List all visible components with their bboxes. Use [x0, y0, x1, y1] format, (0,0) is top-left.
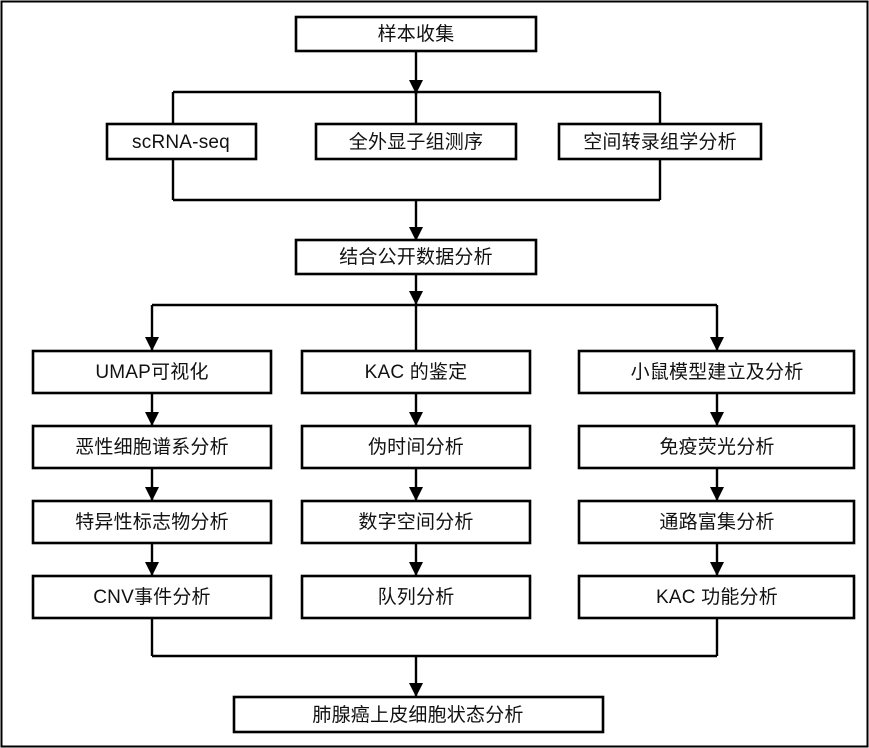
- arrowhead-left-2-3: [145, 487, 159, 501]
- node-umap-box[interactable]: [31, 349, 273, 395]
- node-scrna-seq[interactable]: scRNA-seq: [105, 122, 258, 161]
- node-wes-label: 全外显子组测序: [349, 131, 483, 153]
- node-immunofluorescence-box[interactable]: [577, 424, 856, 470]
- node-wes-box[interactable]: [314, 122, 518, 161]
- node-umap-label: UMAP可视化: [95, 361, 208, 383]
- node-scrna-seq-label: scRNA-seq: [132, 132, 230, 153]
- arrowhead-merge-to-final: [409, 683, 423, 697]
- arrowhead-public-down: [409, 291, 423, 305]
- node-mouse-model-label: 小鼠模型建立及分析: [631, 361, 804, 383]
- arrowhead-right-3-4: [710, 562, 724, 576]
- arrowhead-col-right: [710, 337, 724, 351]
- arrowhead-left-3-4: [145, 562, 159, 576]
- node-public-data[interactable]: 结合公开数据分析: [294, 238, 538, 276]
- node-cohort[interactable]: 队列分析: [300, 574, 532, 620]
- connector-layer: [145, 50, 724, 698]
- arrowhead-mid-2-3: [409, 487, 423, 501]
- node-pseudotime-box[interactable]: [300, 424, 532, 470]
- node-pathway-enrichment-box[interactable]: [577, 499, 856, 545]
- arrowhead-sample-to-split: [409, 80, 423, 94]
- node-spatial-transcriptomics-label: 空间转录组学分析: [583, 131, 737, 153]
- node-specific-marker-label: 特异性标志物分析: [75, 511, 229, 533]
- node-wes[interactable]: 全外显子组测序: [314, 122, 518, 161]
- node-mouse-model[interactable]: 小鼠模型建立及分析: [577, 349, 856, 395]
- node-kac-function-box[interactable]: [577, 574, 856, 620]
- node-immunofluorescence-label: 免疫荧光分析: [659, 436, 774, 458]
- node-kac-identification-box[interactable]: [300, 349, 532, 395]
- node-spatial-transcriptomics-box[interactable]: [557, 122, 763, 161]
- node-cnv-event[interactable]: CNV事件分析: [31, 574, 273, 620]
- node-digital-spatial[interactable]: 数字空间分析: [300, 499, 532, 545]
- arrowhead-mid-3-4: [409, 562, 423, 576]
- node-pathway-enrichment-label: 通路富集分析: [659, 511, 774, 533]
- arrowhead-right-1-2: [710, 412, 724, 426]
- node-sample-collection-box[interactable]: [294, 15, 538, 53]
- node-sample-collection[interactable]: 样本收集: [294, 15, 538, 53]
- node-specific-marker-box[interactable]: [31, 499, 273, 545]
- node-final-outcome-label: 肺腺癌上皮细胞状态分析: [312, 704, 523, 726]
- arrowhead-merge-to-public: [409, 227, 423, 241]
- arrowhead-col-left: [145, 337, 159, 351]
- node-mouse-model-box[interactable]: [577, 349, 856, 395]
- node-malignant-lineage-box[interactable]: [31, 424, 273, 470]
- arrowhead-mid-1-2: [409, 412, 423, 426]
- node-cohort-box[interactable]: [300, 574, 532, 620]
- node-malignant-lineage-label: 恶性细胞谱系分析: [75, 436, 229, 458]
- node-pseudotime-label: 伪时间分析: [368, 436, 464, 458]
- node-pseudotime[interactable]: 伪时间分析: [300, 424, 532, 470]
- arrowhead-left-1-2: [145, 412, 159, 426]
- node-cohort-label: 队列分析: [378, 586, 455, 608]
- node-final-outcome[interactable]: 肺腺癌上皮细胞状态分析: [232, 695, 605, 734]
- node-kac-identification[interactable]: KAC 的鉴定: [300, 349, 532, 395]
- node-final-outcome-box[interactable]: [232, 695, 605, 734]
- node-kac-function-label: KAC 功能分析: [656, 586, 778, 608]
- node-umap[interactable]: UMAP可视化: [31, 349, 273, 395]
- node-public-data-label: 结合公开数据分析: [339, 246, 493, 268]
- node-malignant-lineage[interactable]: 恶性细胞谱系分析: [31, 424, 273, 470]
- node-sample-collection-label: 样本收集: [378, 23, 455, 45]
- node-pathway-enrichment[interactable]: 通路富集分析: [577, 499, 856, 545]
- node-digital-spatial-label: 数字空间分析: [358, 511, 473, 533]
- node-public-data-box[interactable]: [294, 238, 538, 276]
- node-digital-spatial-box[interactable]: [300, 499, 532, 545]
- node-immunofluorescence[interactable]: 免疫荧光分析: [577, 424, 856, 470]
- node-kac-function[interactable]: KAC 功能分析: [577, 574, 856, 620]
- node-spatial-transcriptomics[interactable]: 空间转录组学分析: [557, 122, 763, 161]
- node-cnv-event-box[interactable]: [31, 574, 273, 620]
- node-cnv-event-label: CNV事件分析: [93, 586, 211, 608]
- arrowhead-right-2-3: [710, 487, 724, 501]
- node-scrna-seq-box[interactable]: [105, 122, 258, 161]
- node-specific-marker[interactable]: 特异性标志物分析: [31, 499, 273, 545]
- node-kac-identification-label: KAC 的鉴定: [365, 361, 468, 383]
